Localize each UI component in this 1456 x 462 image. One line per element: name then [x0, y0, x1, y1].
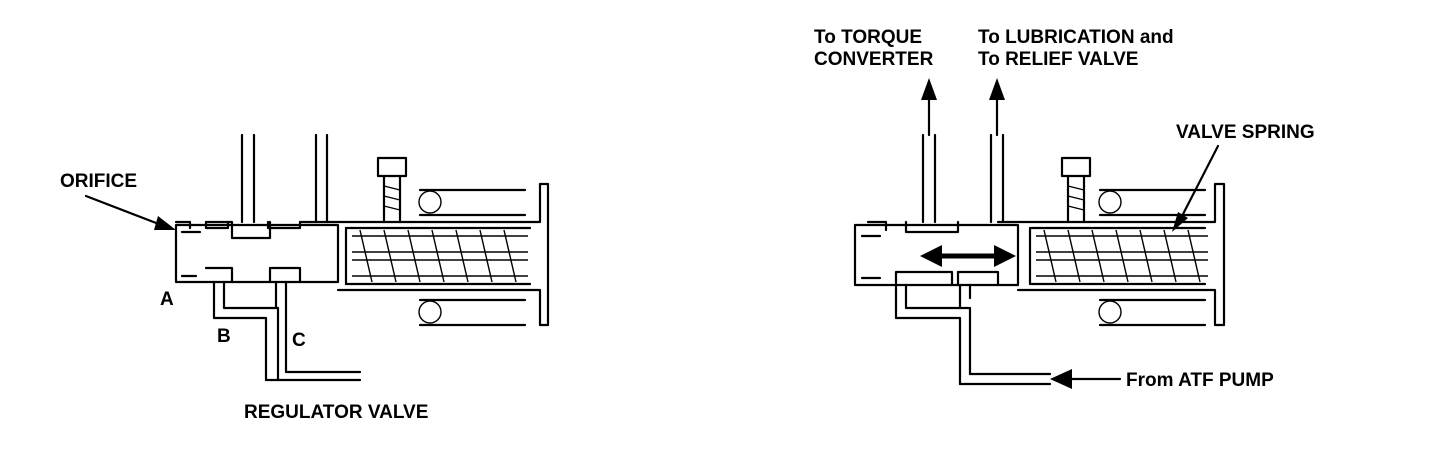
- left-feed-lines: [212, 280, 362, 382]
- left-bolt: [376, 156, 408, 224]
- left-top-pipes: [240, 133, 329, 224]
- left-valve-body: [176, 222, 338, 284]
- port-b-label: B: [217, 326, 231, 347]
- right-feed-lines: [894, 283, 1122, 389]
- to-torque-converter-label-line1: To TORQUE: [814, 27, 922, 48]
- from-atf-pump-label: From ATF PUMP: [1126, 370, 1274, 391]
- port-a-label: A: [160, 289, 174, 310]
- to-torque-converter-label-line2: CONVERTER: [814, 49, 934, 70]
- right-top-pipes: [921, 78, 1005, 224]
- left-regulator-valve-diagram: ORIFICE A B C REGULATOR VALVE: [60, 133, 550, 423]
- to-relief-valve-label-line2: To RELIEF VALVE: [978, 49, 1138, 70]
- right-regulator-valve-diagram: To TORQUE CONVERTER To LUBRICATION and T…: [814, 27, 1315, 391]
- right-spring-housing: [1016, 182, 1226, 327]
- regulator-valve-label: REGULATOR VALVE: [244, 402, 428, 423]
- right-valve-body: [853, 220, 1020, 287]
- valve-movement-double-arrow-icon: [920, 245, 1016, 267]
- orifice-label: ORIFICE: [60, 171, 137, 192]
- orifice-arrow: [84, 194, 176, 230]
- to-lubrication-label-line1: To LUBRICATION and: [978, 27, 1174, 48]
- valve-spring-pointer: [1172, 144, 1220, 232]
- valve-spring-label: VALVE SPRING: [1176, 122, 1315, 143]
- port-c-label: C: [292, 330, 306, 351]
- right-bolt: [1060, 156, 1092, 224]
- left-spring-housing: [336, 182, 550, 327]
